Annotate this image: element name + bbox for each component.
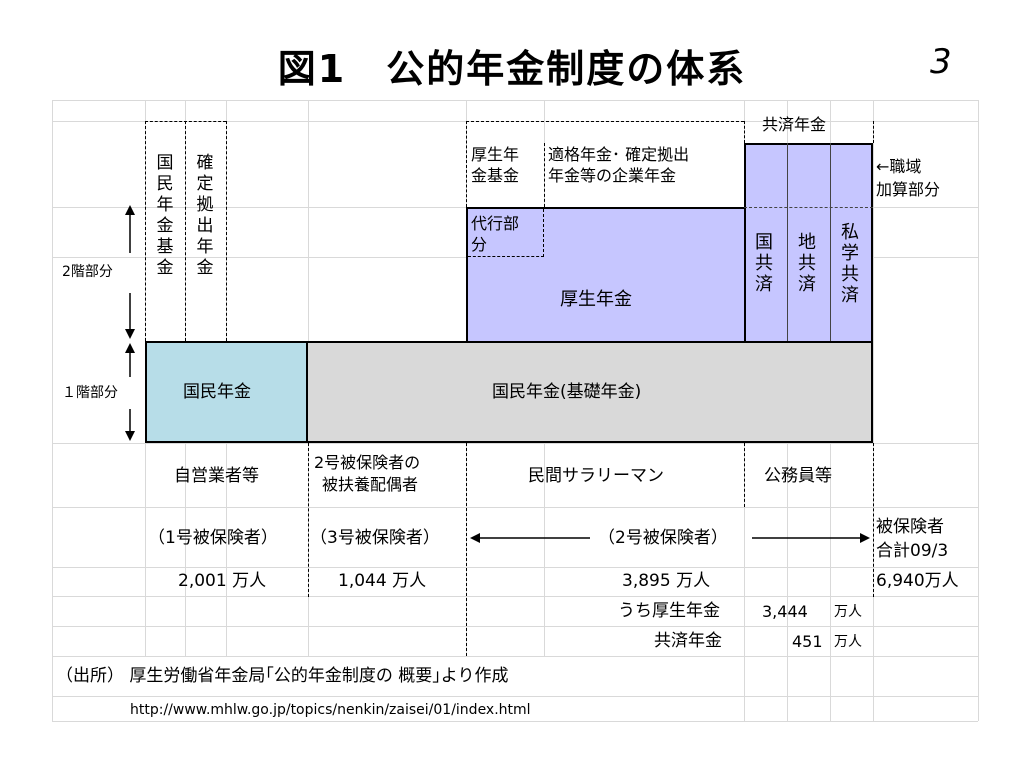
minkan-label: 民間サラリーマン	[528, 466, 664, 486]
kokumin-nenkin-box	[145, 341, 308, 443]
shigaku-kyosai-label: 私学共済	[841, 222, 859, 306]
insured-no2: （2号被保険者）	[598, 528, 728, 548]
daiko-bubun-line1: 代行部	[471, 214, 520, 233]
insured-no1: （1号被保険者）	[148, 528, 278, 548]
chi-kyosai-label: 地共済	[798, 232, 816, 295]
breakdown-kyosai-label: 共済年金	[654, 631, 722, 651]
source-url[interactable]: http://www.mhlw.go.jp/topics/nenkin/zais…	[130, 702, 531, 718]
breakdown-kosei-unit: 万人	[834, 604, 862, 620]
kiso-nenkin-box	[308, 341, 873, 443]
tier2-label: 2階部分	[62, 264, 113, 280]
breakdown-kyosai-value: 451	[792, 632, 823, 651]
kyosai-box	[744, 143, 873, 341]
shokuiki-line2: 加算部分	[876, 180, 941, 199]
dai3-line2: 被扶養配偶者	[322, 475, 419, 494]
jieigyo-label: 自営業者等	[174, 466, 259, 486]
insured-no2-arrows	[470, 533, 870, 543]
kiso-nenkin-label: 国民年金(基礎年金)	[492, 382, 642, 402]
kokumin-nenkin-label: 国民年金	[183, 382, 251, 402]
tekikaku-line1: 適格年金･ 確定拠出	[548, 145, 690, 164]
daiko-bubun-line2: 分	[471, 235, 488, 254]
page-title: 図1 公的年金制度の体系	[277, 47, 747, 91]
komuin-label: 公務員等	[764, 466, 832, 486]
kosei-nenkin-kikin-line2: 金基金	[471, 166, 520, 185]
kyosai-nenkin-header: 共済年金	[762, 115, 827, 134]
count-no1: 2,001 万人	[178, 571, 267, 591]
corporate-pension-top-border	[466, 121, 744, 122]
kakutei-kyoshutsu-label: 確定拠出年金	[196, 153, 214, 278]
kokumin-nenkin-kikin-label: 国民年金基金	[156, 153, 174, 278]
insured-no3: （3号被保険者）	[310, 528, 440, 548]
count-no3: 1,044 万人	[338, 571, 427, 591]
tier-arrows	[125, 205, 135, 441]
koku-kyosai-label: 国共済	[755, 232, 773, 295]
insured-total-line2: 合計09/3	[876, 541, 949, 561]
tekikaku-line2: 年金等の企業年金	[548, 166, 677, 185]
tier1-label: １階部分	[62, 385, 118, 401]
breakdown-kyosai-unit: 万人	[834, 634, 862, 650]
breakdown-kosei-value: 3,444	[762, 602, 808, 621]
breakdown-kosei-label: うち厚生年金	[618, 601, 720, 621]
page-number: 3	[930, 42, 952, 82]
count-total: 6,940万人	[876, 571, 959, 591]
shokuiki-line1: ←職域	[876, 157, 922, 176]
insured-total-line1: 被保険者	[876, 517, 944, 537]
kosei-nenkin-box	[466, 207, 744, 341]
daiko-bubun-box	[468, 209, 544, 257]
kosei-nenkin-kikin-line1: 厚生年	[471, 145, 520, 164]
source-line: （出所） 厚生労働省年金局｢公的年金制度の 概要｣より作成	[56, 666, 509, 686]
dai3-line1: 2号被保険者の	[314, 453, 421, 472]
count-no2: 3,895 万人	[622, 571, 711, 591]
kosei-nenkin-label: 厚生年金	[560, 289, 632, 310]
